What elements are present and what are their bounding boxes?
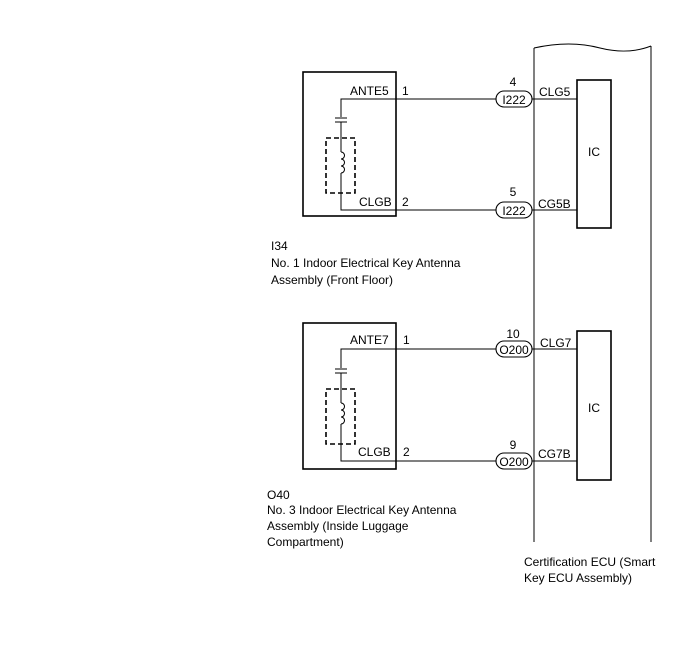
connector-1: I222 4 CLG5 [495, 75, 571, 108]
antenna2-label-line2: Assembly (Inside Luggage [267, 519, 409, 533]
ic-block-2: IC [576, 330, 612, 481]
antenna1-label-line2: Assembly (Front Floor) [271, 273, 393, 287]
ic-block-1: IC [576, 79, 612, 229]
connector-2-terminal: CG5B [538, 197, 571, 211]
connector-3-pin: 10 [506, 327, 520, 341]
antenna2-pin1-name: ANTE7 [350, 333, 389, 347]
ic-label-1: IC [588, 145, 600, 159]
antenna1-pin2-num: 2 [402, 195, 409, 209]
antenna-2: ANTE7 1 CLGB 2 [302, 322, 410, 470]
antenna1-pin1-num: 1 [402, 84, 409, 98]
connector-3: O200 10 CLG7 [495, 327, 572, 358]
connector-2-name: I222 [502, 204, 526, 218]
ecu-label-line1: Certification ECU (Smart [524, 555, 656, 569]
ic-label-2: IC [588, 401, 600, 415]
connector-4: O200 9 CG7B [495, 438, 571, 470]
coil-dashed-box-2 [325, 388, 356, 445]
ecu-body [533, 43, 652, 542]
connector-2-pin: 5 [510, 185, 517, 199]
connector-4-pin: 9 [510, 438, 517, 452]
connector-2: I222 5 CG5B [495, 185, 571, 219]
connector-1-terminal: CLG5 [539, 85, 571, 99]
antenna2-ref: O40 [267, 488, 290, 502]
antenna-1: ANTE5 1 CLGB 2 [302, 71, 409, 217]
antenna2-pin2-num: 2 [403, 445, 410, 459]
connector-3-name: O200 [499, 343, 529, 357]
connector-3-terminal: CLG7 [540, 336, 572, 350]
antenna1-ref: I34 [271, 239, 288, 253]
antenna2-pin2-name: CLGB [358, 445, 391, 459]
connector-1-pin: 4 [510, 75, 517, 89]
antenna2-label-line1: No. 3 Indoor Electrical Key Antenna [267, 503, 457, 517]
antenna1-pin2-name: CLGB [359, 195, 392, 209]
antenna2-pin1-num: 1 [403, 333, 410, 347]
connector-1-name: I222 [502, 93, 526, 107]
antenna1-pin1-name: ANTE5 [350, 84, 389, 98]
connector-4-terminal: CG7B [538, 447, 571, 461]
ecu-label-line2: Key ECU Assembly) [524, 571, 632, 585]
antenna2-label-line3: Compartment) [267, 535, 344, 549]
coil-dashed-box-1 [325, 137, 356, 194]
antenna1-label-line1: No. 1 Indoor Electrical Key Antenna [271, 256, 461, 270]
connector-4-name: O200 [499, 455, 529, 469]
